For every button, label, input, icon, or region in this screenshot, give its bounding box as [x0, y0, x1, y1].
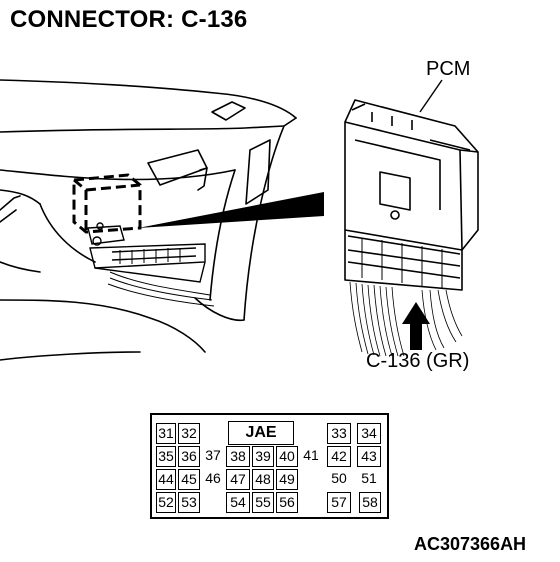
pin-37: 37 — [205, 447, 221, 463]
connector-cavities — [119, 248, 181, 264]
pin-52: 52 — [156, 492, 176, 513]
pin-48: 48 — [252, 469, 274, 490]
pin-50: 50 — [331, 470, 347, 486]
pin-43: 43 — [357, 446, 381, 467]
pcm-label: PCM — [426, 58, 471, 80]
pin-31: 31 — [156, 423, 176, 444]
pin-42: 42 — [327, 446, 351, 467]
connector-label: C-136 (GR) — [366, 350, 470, 372]
wiring-bundle — [107, 271, 215, 307]
pin-55: 55 — [252, 492, 274, 513]
pin-45: 45 — [178, 469, 200, 490]
dashboard-outline — [0, 79, 297, 361]
connector-brand: JAE — [228, 421, 294, 445]
pin-40: 40 — [276, 446, 298, 467]
pin-53: 53 — [178, 492, 200, 513]
pin-36: 36 — [178, 446, 200, 467]
pin-47: 47 — [226, 469, 250, 490]
pin-57: 57 — [327, 492, 351, 513]
pin-56: 56 — [276, 492, 298, 513]
pin-44: 44 — [156, 469, 176, 490]
pin-41: 41 — [303, 447, 319, 463]
location-dashed-box — [72, 173, 142, 234]
pin-34: 34 — [357, 423, 381, 444]
pin-32: 32 — [178, 423, 200, 444]
pin-33: 33 — [327, 423, 351, 444]
connector-arrow — [402, 302, 430, 350]
pin-38: 38 — [226, 446, 250, 467]
pin-58: 58 — [359, 492, 381, 513]
pin-35: 35 — [156, 446, 176, 467]
connector-face: JAE 31 32 33 34 35 36 37 38 39 40 41 42 … — [150, 413, 389, 519]
pcm-module — [344, 99, 479, 291]
pin-51: 51 — [361, 470, 377, 486]
pin-49: 49 — [276, 469, 298, 490]
pin-54: 54 — [226, 492, 250, 513]
diagram-title: CONNECTOR: C-136 — [10, 6, 248, 33]
pointer-wedge — [138, 192, 324, 228]
connector-bracket — [87, 222, 206, 283]
pcm-leader-line — [419, 79, 443, 113]
pin-39: 39 — [252, 446, 274, 467]
figure-reference-code: AC307366AH — [414, 534, 527, 554]
pin-46: 46 — [205, 470, 221, 486]
pcm-connector-slots — [361, 238, 443, 288]
